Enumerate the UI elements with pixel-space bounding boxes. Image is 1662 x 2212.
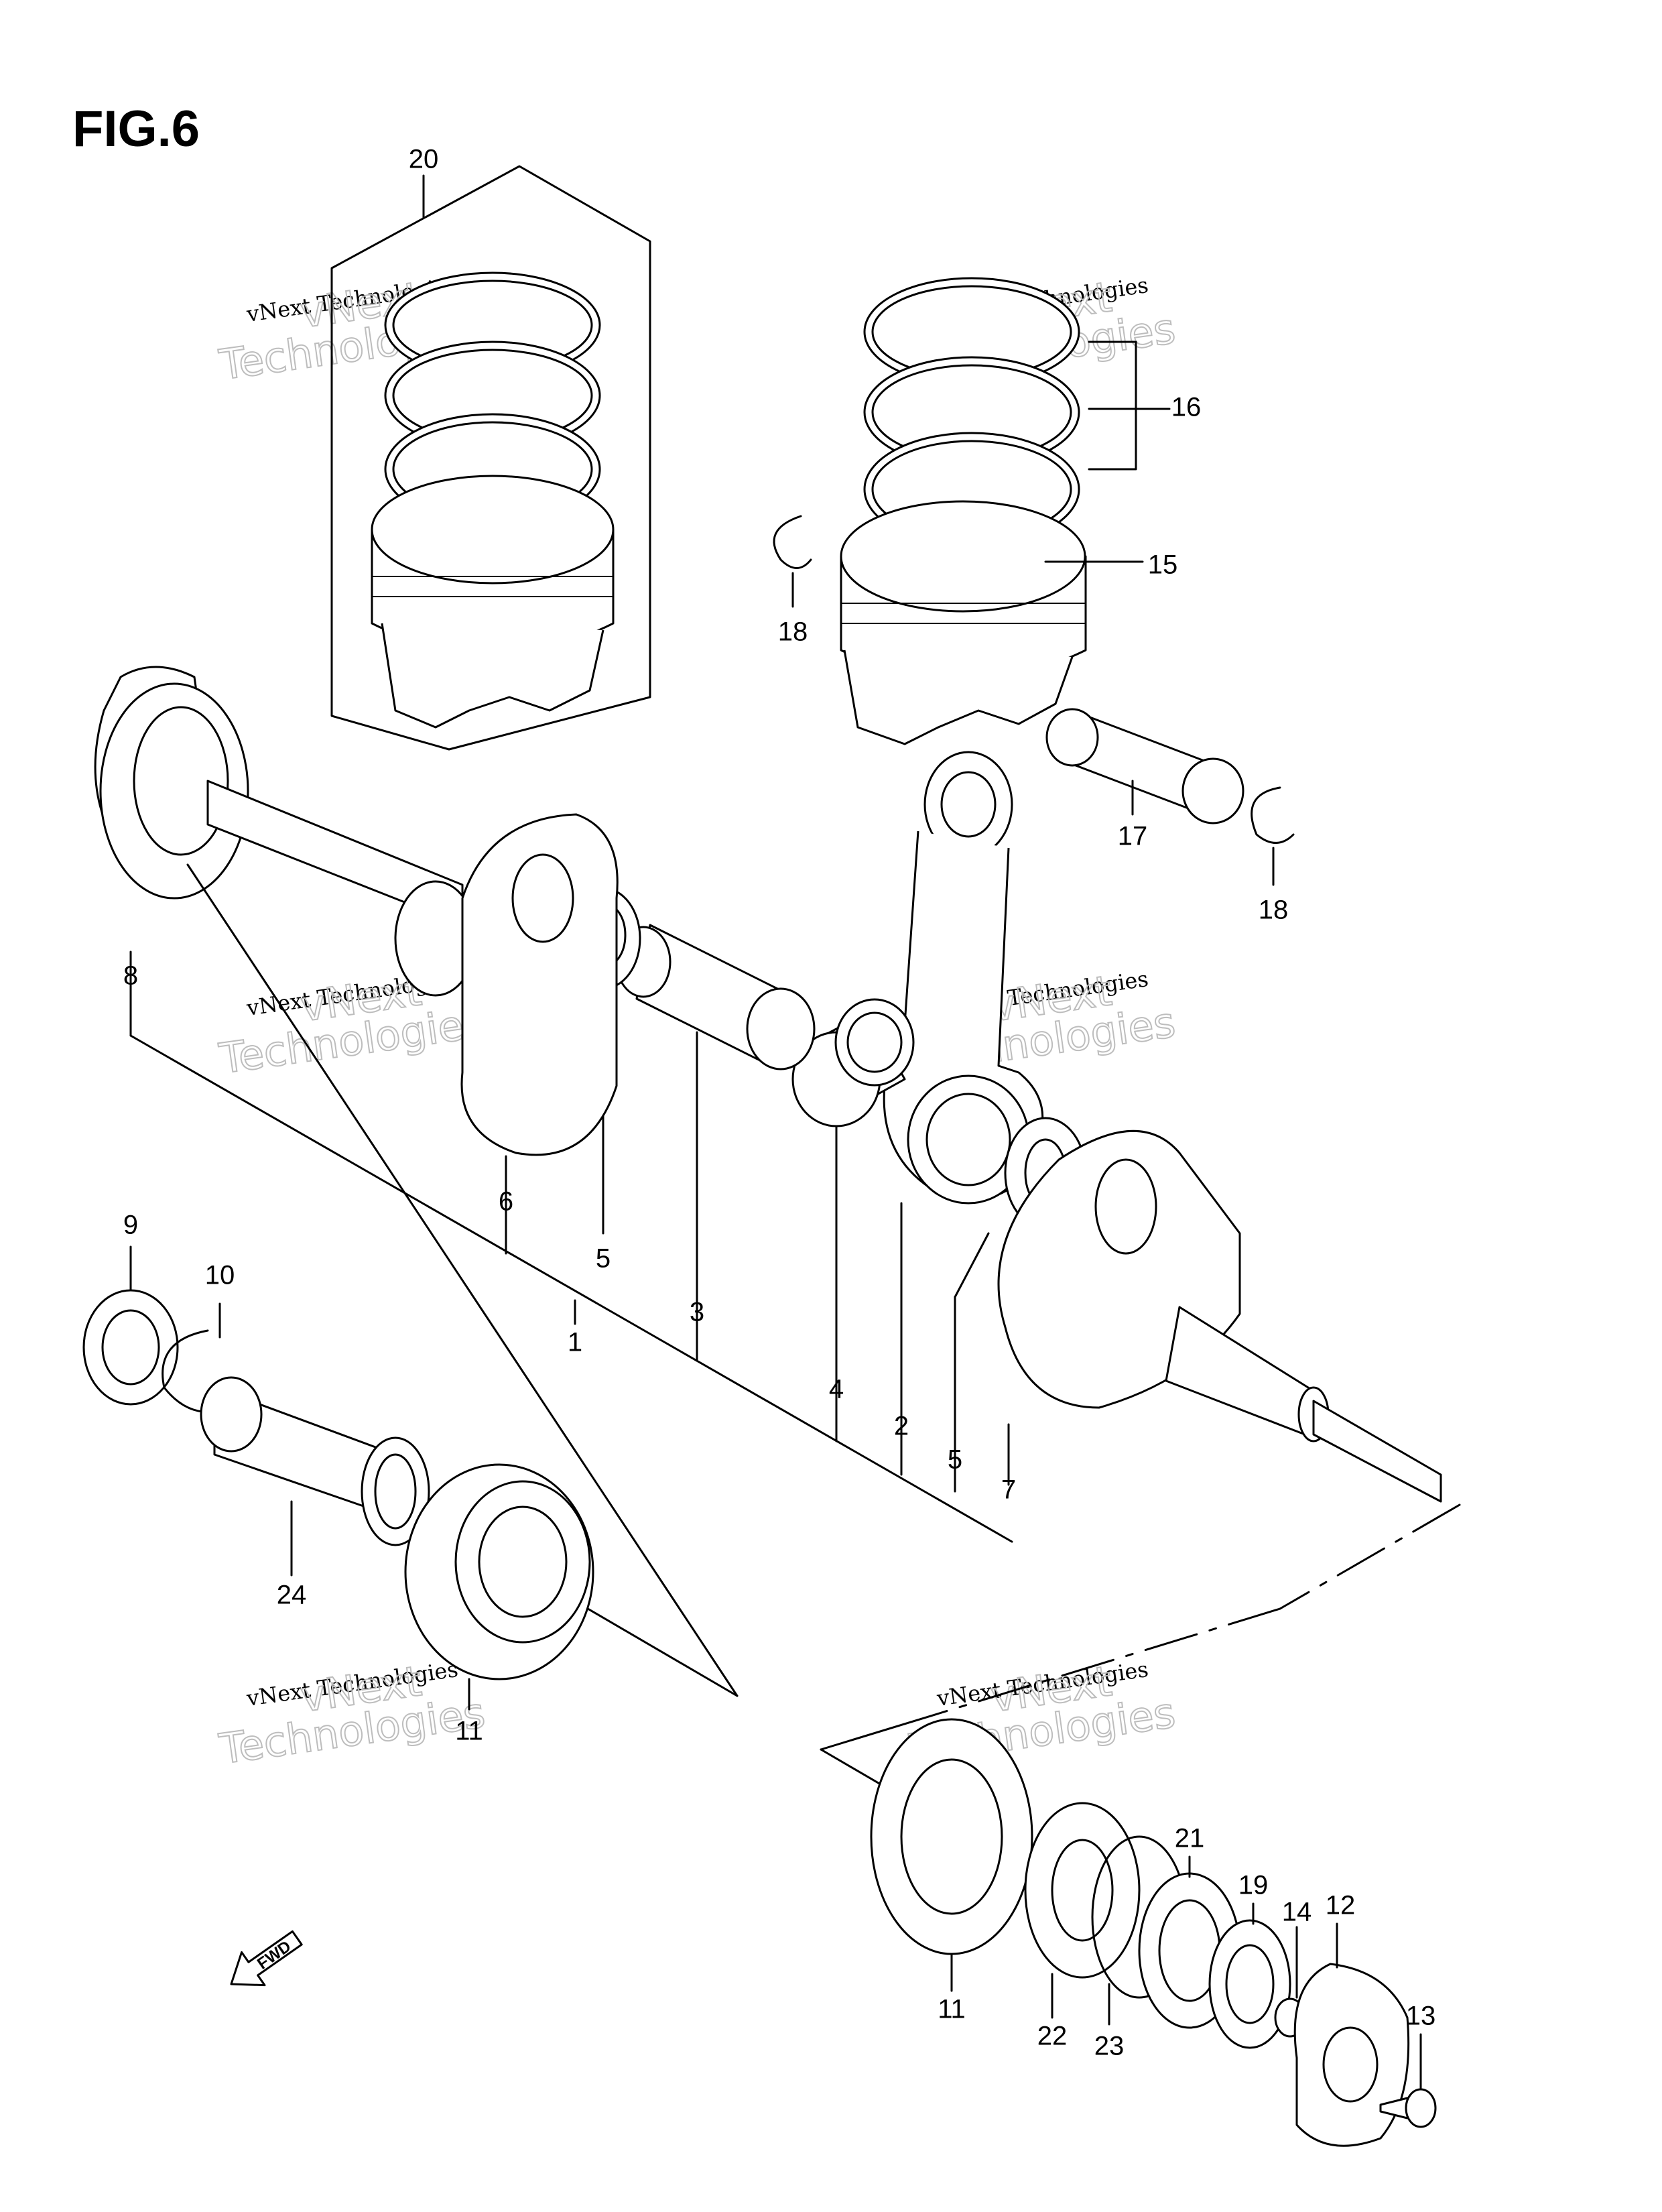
callout-13: 13 bbox=[1406, 2002, 1436, 2031]
callout-11-upper: 11 bbox=[455, 1717, 483, 1746]
circlip-18-upper bbox=[773, 515, 812, 608]
crankshaft-right-7 bbox=[997, 1129, 1442, 1503]
callout-5-right: 5 bbox=[948, 1445, 962, 1475]
callout-11-lower: 11 bbox=[938, 1995, 966, 2024]
callout-19: 19 bbox=[1238, 1871, 1269, 1900]
callout-8: 8 bbox=[123, 961, 138, 991]
crankshaft-left-6 bbox=[94, 666, 619, 1255]
callout-9: 9 bbox=[123, 1211, 138, 1240]
piston-15-rings-16 bbox=[840, 277, 1171, 745]
callout-labels: 20 16 15 18 17 18 8 6 5 1 3 4 2 5 7 9 10… bbox=[123, 145, 1435, 2061]
figure-title: FIG.6 bbox=[72, 101, 200, 158]
callout-3: 3 bbox=[690, 1298, 704, 1327]
callout-6: 6 bbox=[499, 1187, 513, 1217]
bearing-11-lower bbox=[870, 1718, 1033, 1992]
callout-23: 23 bbox=[1094, 2032, 1125, 2061]
piston-pin-17 bbox=[1045, 708, 1244, 824]
callout-20: 20 bbox=[409, 145, 439, 174]
screw-13 bbox=[1379, 2033, 1437, 2128]
fwd-arrow: FWD bbox=[230, 1930, 303, 1987]
bearing-22 bbox=[1024, 1802, 1141, 2019]
plate-12 bbox=[1293, 1922, 1410, 2147]
callout-15: 15 bbox=[1148, 550, 1178, 580]
callout-17: 17 bbox=[1118, 822, 1148, 851]
callout-5-left: 5 bbox=[596, 1244, 611, 1274]
callout-18-upper: 18 bbox=[778, 617, 808, 647]
shaft-24 bbox=[200, 1376, 430, 1577]
spacer-19 bbox=[1208, 1902, 1291, 2049]
callout-10: 10 bbox=[205, 1261, 235, 1290]
watermark: vNext Technologies Technologies vNext bbox=[216, 1656, 489, 1774]
callout-12: 12 bbox=[1326, 1891, 1356, 1920]
callout-21: 21 bbox=[1175, 1824, 1205, 1853]
crank-pin-3 bbox=[615, 924, 816, 1362]
callout-7: 7 bbox=[1001, 1475, 1016, 1505]
callout-16: 16 bbox=[1171, 393, 1202, 422]
callout-24: 24 bbox=[277, 1581, 307, 1610]
callout-4: 4 bbox=[829, 1375, 844, 1404]
needle-bearing-4 bbox=[791, 998, 915, 1442]
circlip-18-lower bbox=[1251, 786, 1295, 886]
callout-18-lower: 18 bbox=[1259, 896, 1289, 925]
bearing-9 bbox=[82, 1245, 179, 1406]
connecting-rod-2 bbox=[883, 751, 1044, 1476]
piston-kit-20 bbox=[330, 165, 651, 751]
bearing-11-upper bbox=[404, 1463, 594, 1711]
crankshaft-assembly-leaders bbox=[129, 863, 1461, 1798]
callout-22: 22 bbox=[1037, 2022, 1068, 2051]
callout-1: 1 bbox=[568, 1328, 582, 1357]
callout-2: 2 bbox=[894, 1412, 909, 1441]
callout-14: 14 bbox=[1282, 1898, 1312, 1927]
